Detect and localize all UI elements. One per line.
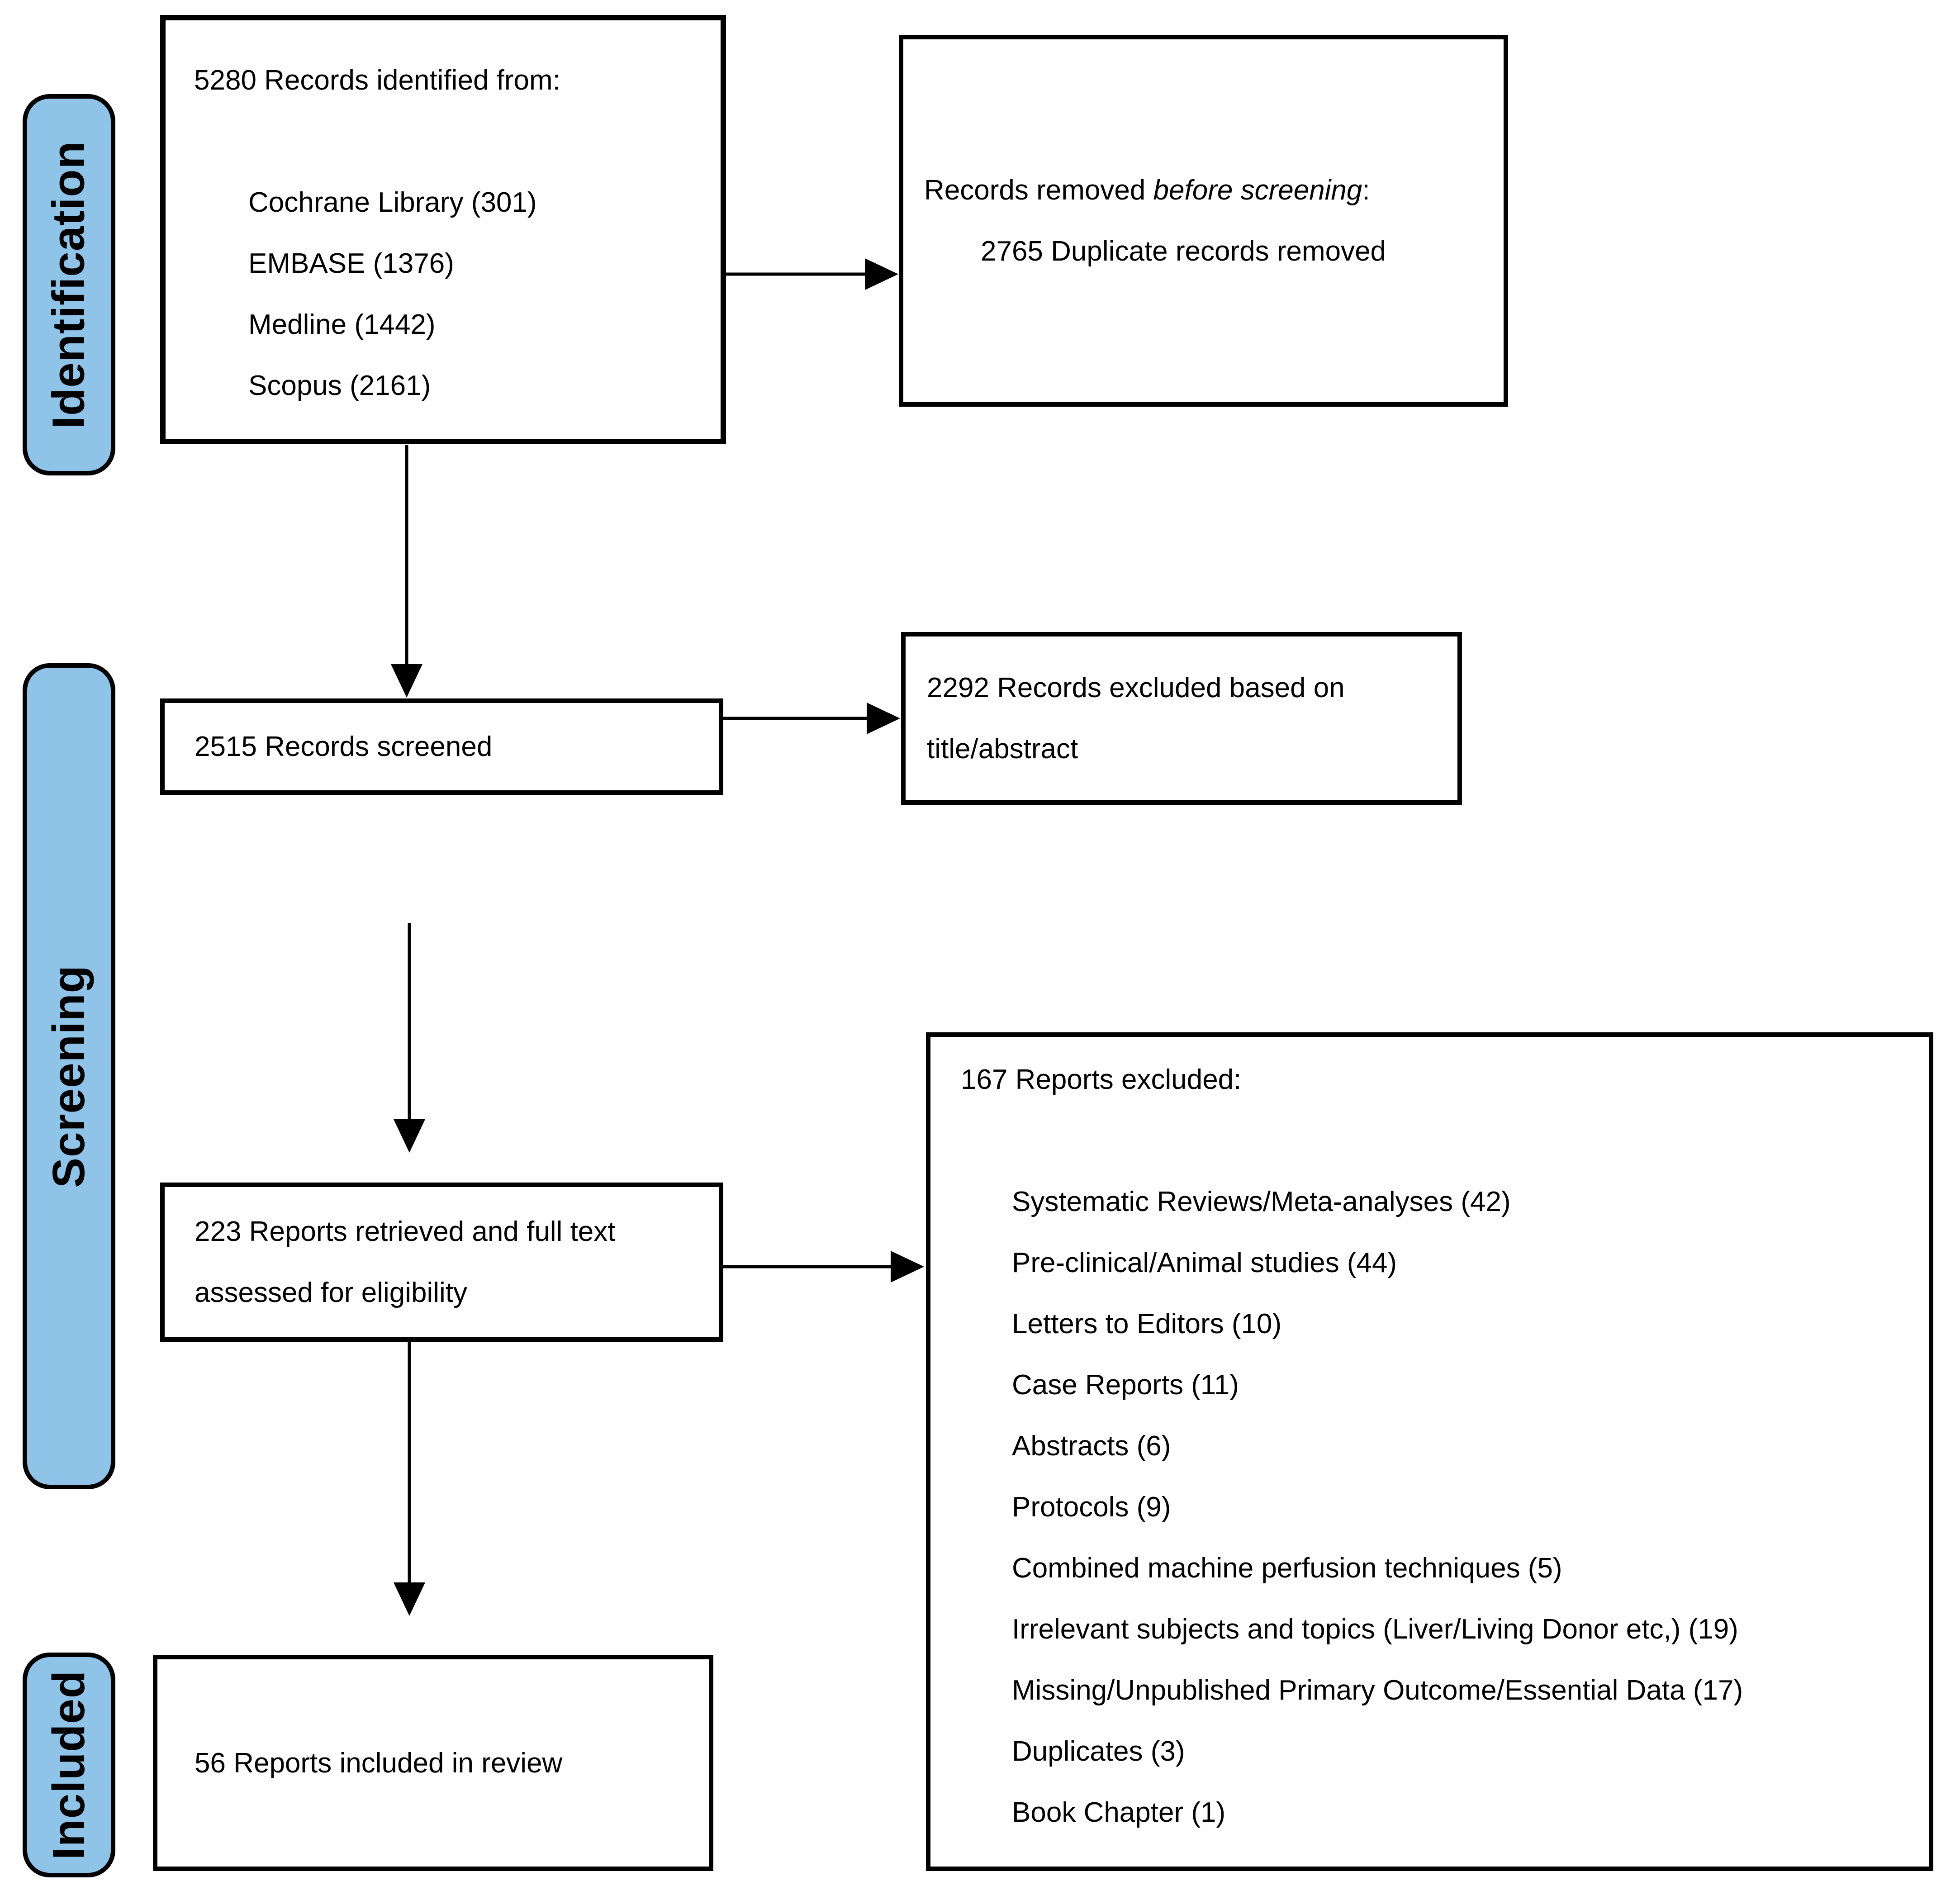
box-reports-retrieved: 223 Reports retrieved and full text asse… <box>160 1183 723 1342</box>
exclusion-reason: Pre-clinical/Animal studies (44) <box>1012 1247 1397 1278</box>
records-identified-sources: Cochrane Library (301) EMBASE (1376) Med… <box>194 172 702 416</box>
arrow-retrieved-to-reports-excluded <box>723 1251 924 1282</box>
records-removed-italic: before screening <box>1153 175 1362 206</box>
box-records-removed: Records removed before screening: 2765 D… <box>899 35 1508 407</box>
reports-excluded-reasons: Systematic Reviews/Meta-analyses (42) Pr… <box>961 1171 1911 1843</box>
stage-label-included-text: Included <box>43 1670 95 1860</box>
spacer <box>194 111 702 172</box>
arrow-screened-to-retrieved <box>394 923 425 1153</box>
box-reports-excluded: 167 Reports excluded: Systematic Reviews… <box>926 1032 1933 1871</box>
exclusion-reason: Letters to Editors (10) <box>1012 1308 1282 1340</box>
stage-label-identification: Identification <box>23 94 115 475</box>
spacer <box>961 1110 1911 1171</box>
records-removed-detail: 2765 Duplicate records removed <box>981 236 1386 267</box>
arrow-identified-to-screened <box>391 445 422 698</box>
source-item: Cochrane Library (301) <box>248 187 537 218</box>
arrow-retrieved-to-included <box>394 1342 425 1616</box>
exclusion-reason: Systematic Reviews/Meta-analyses (42) <box>1012 1186 1511 1217</box>
records-excluded-line1: 2292 Records excluded based on <box>927 672 1345 703</box>
exclusion-reason: Irrelevant subjects and topics (Liver/Li… <box>1012 1614 1738 1645</box>
exclusion-reason: Case Reports (11) <box>1012 1369 1239 1401</box>
exclusion-reason: Duplicates (3) <box>1012 1736 1185 1767</box>
box-records-screened: 2515 Records screened <box>160 698 723 795</box>
exclusion-reason: Abstracts (6) <box>1012 1430 1171 1462</box>
source-item: Scopus (2161) <box>248 370 431 401</box>
reports-retrieved-line1: 223 Reports retrieved and full text <box>195 1216 616 1247</box>
stage-label-identification-text: Identification <box>43 141 94 429</box>
records-removed-heading: Records removed before screening: <box>924 160 1490 221</box>
records-removed-suffix: : <box>1362 175 1370 206</box>
box-records-excluded-title-abstract: 2292 Records excluded based on title/abs… <box>901 632 1462 805</box>
records-identified-heading: 5280 Records identified from: <box>194 65 560 96</box>
records-excluded-line2: title/abstract <box>927 733 1078 765</box>
stage-label-screening: Screening <box>23 663 115 1489</box>
stage-label-screening-text: Screening <box>43 964 94 1188</box>
arrow-screened-to-excluded <box>723 703 900 734</box>
source-item: EMBASE (1376) <box>248 248 454 279</box>
source-item: Medline (1442) <box>248 309 436 340</box>
arrow-identified-to-removed <box>724 258 898 290</box>
reports-included-text: 56 Reports included in review <box>195 1747 563 1779</box>
exclusion-reason: Combined machine perfusion techniques (5… <box>1012 1553 1562 1584</box>
exclusion-reason: Missing/Unpublished Primary Outcome/Esse… <box>1012 1675 1743 1706</box>
records-screened-text: 2515 Records screened <box>195 731 493 762</box>
reports-excluded-heading: 167 Reports excluded: <box>961 1064 1242 1095</box>
box-reports-included: 56 Reports included in review <box>153 1655 713 1871</box>
reports-retrieved-line2: assessed for eligibility <box>195 1277 468 1308</box>
stage-label-included: Included <box>23 1653 115 1877</box>
exclusion-reason: Protocols (9) <box>1012 1492 1171 1523</box>
records-removed-prefix: Records removed <box>924 175 1153 206</box>
exclusion-reason: Book Chapter (1) <box>1012 1797 1226 1828</box>
box-records-identified: 5280 Records identified from: Cochrane L… <box>160 15 726 444</box>
